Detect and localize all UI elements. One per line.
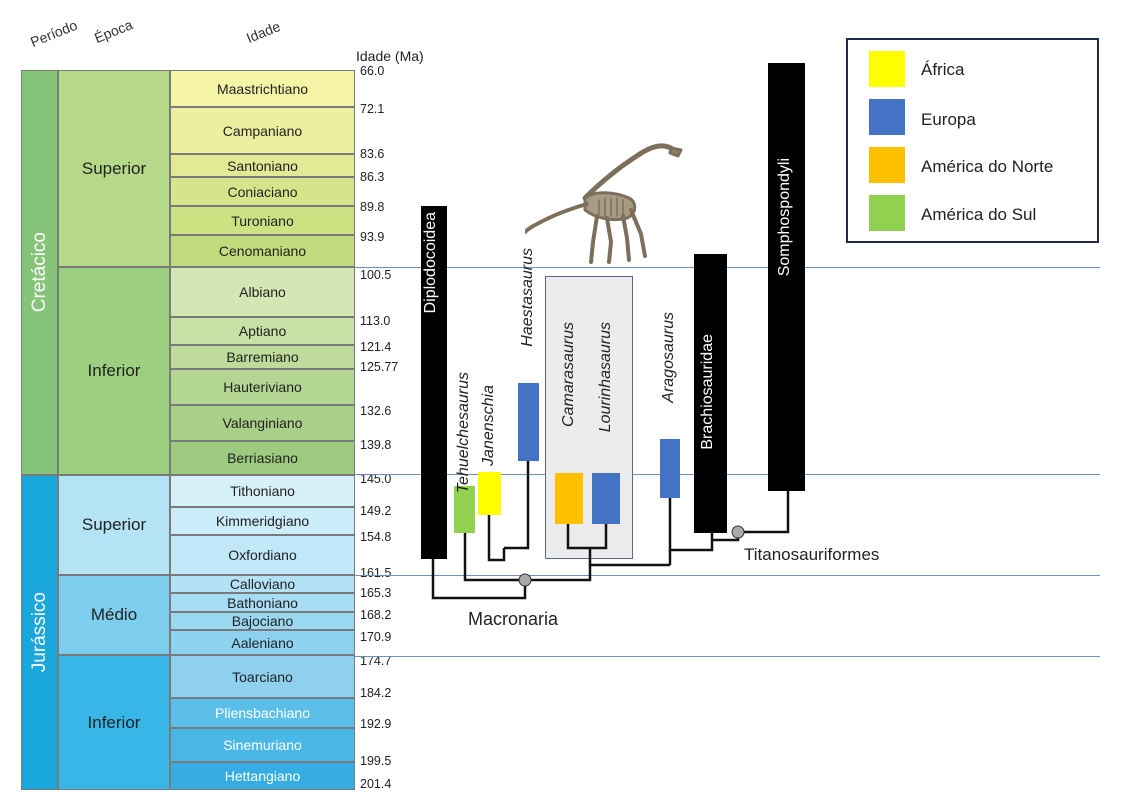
legend-label-africa: África (921, 60, 964, 80)
bar-aragosaurus (660, 439, 680, 498)
branch-camarasaurids (568, 523, 606, 548)
sauropod-skeleton-icon (525, 138, 690, 266)
branch-diplodocoidea (433, 558, 525, 598)
legend-label-europa: Europa (921, 110, 976, 130)
branch-macronaria-stem (525, 565, 670, 580)
legend-swatch-america-do-norte (869, 147, 905, 183)
branch-haestasaurus (504, 460, 528, 548)
node-titanosauriformes (732, 526, 744, 538)
bar-lourinhasaurus (592, 473, 620, 524)
label-tehuelchesaurus: Tehuelchesaurus (455, 372, 473, 493)
bar-somphospondyli (768, 63, 805, 491)
branch-janenschia (489, 514, 504, 560)
bar-janenschia (478, 472, 501, 515)
label-somphospondyli: Somphospondyli (776, 158, 794, 276)
label-diplodocoidea: Diplodocoidea (422, 212, 440, 313)
label-brachiosauridae: Brachiosauridae (699, 334, 717, 450)
label-lourinhasaurus: Lourinhasaurus (597, 322, 615, 432)
label-aragosaurus: Aragosaurus (660, 312, 678, 403)
node-macronaria (519, 574, 531, 586)
branch-somphospondyli (738, 490, 788, 532)
legend-swatch-africa (869, 51, 905, 87)
legend-swatch-europa (869, 99, 905, 135)
legend-label-america-do-sul: América do Sul (921, 205, 1036, 225)
clade-label-titanosauriformes: Titanosauriformes (744, 545, 879, 565)
legend-label-america-do-norte: América do Norte (921, 157, 1053, 177)
bar-camarasaurus (555, 473, 583, 524)
legend-swatch-america-do-sul (869, 195, 905, 231)
label-camarasaurus: Camarasaurus (560, 322, 578, 427)
clade-label-macronaria: Macronaria (468, 609, 558, 630)
bar-haestasaurus (518, 383, 539, 461)
label-janenschia: Janenschia (480, 385, 498, 466)
branch-basal-macronaria (465, 532, 525, 580)
